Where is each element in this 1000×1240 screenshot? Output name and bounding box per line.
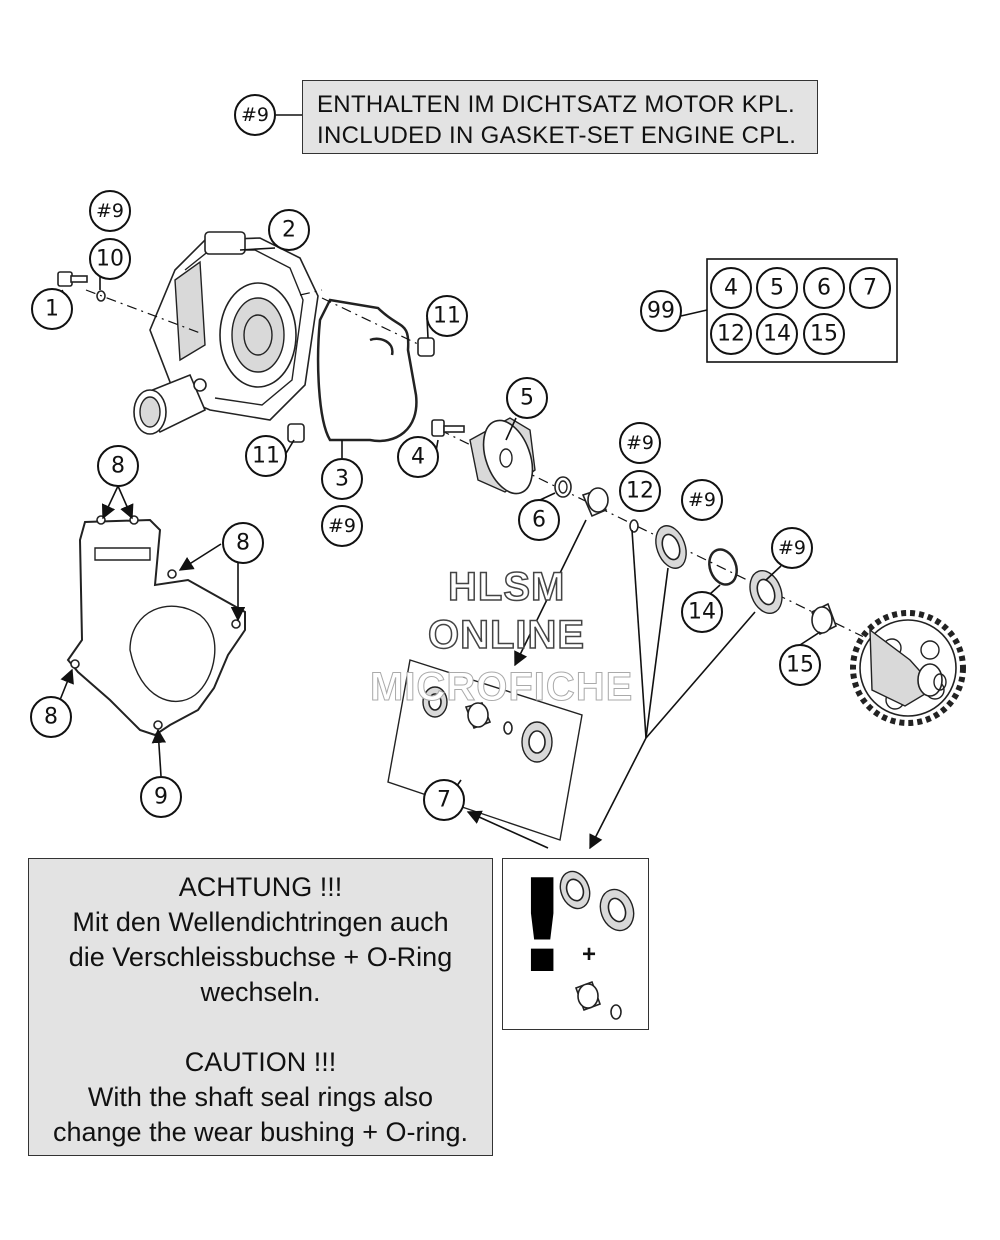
note-line-de: ENTHALTEN IM DICHTSATZ MOTOR KPL. [317, 91, 795, 118]
callout-hash9-oring: #9 [619, 422, 661, 464]
svg-text:#9: #9 [96, 200, 124, 222]
impeller-drawing [431, 417, 536, 495]
plus-sign: + [582, 941, 597, 968]
callout-hash9-note: #9 [234, 94, 276, 136]
caution-text-de-2: die Verschleissbuchse + O-Ring [68, 942, 453, 972]
caution-notice: ACHTUNG !!! Mit den Wellendichtringen au… [28, 858, 493, 1156]
svg-text:8: 8 [44, 705, 58, 730]
svg-text:8: 8 [111, 454, 125, 479]
callout-hash9-shaft-seal: #9 [771, 527, 813, 569]
callout-11-left: 11 [245, 435, 287, 477]
caution-text-de-3: wechseln. [200, 977, 321, 1007]
bolt-drawing [57, 271, 106, 302]
svg-text:#9: #9 [328, 515, 356, 537]
callout-hash9-seal: #9 [321, 505, 363, 547]
svg-text:#9: #9 [778, 537, 806, 559]
svg-text:6: 6 [532, 508, 546, 533]
svg-text:15: 15 [786, 653, 814, 678]
exclamation-icon: ! [513, 853, 572, 1002]
kit-item: 15 [803, 313, 845, 355]
kit-item: 6 [803, 267, 845, 309]
svg-text:11: 11 [433, 304, 461, 329]
gasket-set-note: ENTHALTEN IM DICHTSATZ MOTOR KPL. INCLUD… [302, 80, 818, 154]
pump-housing-drawing [133, 231, 319, 435]
kit-item: 7 [849, 267, 891, 309]
caution-title-de: ACHTUNG !!! [178, 872, 343, 902]
svg-text:15: 15 [810, 322, 838, 347]
svg-text:8: 8 [236, 531, 250, 556]
cover-gasket-drawing [66, 518, 246, 737]
svg-text:5: 5 [770, 276, 784, 301]
svg-text:99: 99 [647, 299, 675, 324]
seal-kit-frame [387, 659, 583, 841]
callout-8-right: 8 [222, 522, 264, 564]
dowel-pin-drawing [287, 337, 435, 443]
kit-item: 5 [756, 267, 798, 309]
callout-7: 7 [423, 779, 465, 821]
svg-text:4: 4 [411, 445, 425, 470]
kit-item: 4 [710, 267, 752, 309]
drive-gear-drawing [850, 610, 966, 726]
svg-text:11: 11 [252, 444, 280, 469]
svg-text:3: 3 [335, 467, 349, 492]
callout-3: 3 [321, 458, 363, 500]
svg-text:6: 6 [817, 276, 831, 301]
callout-5: 5 [506, 377, 548, 419]
svg-text:7: 7 [437, 788, 451, 813]
callout-6: 6 [518, 499, 560, 541]
kit-item: 12 [710, 313, 752, 355]
callout-15: 15 [779, 644, 821, 686]
note-line-en: INCLUDED IN GASKET-SET ENGINE CPL. [317, 122, 797, 149]
svg-text:1: 1 [45, 297, 59, 322]
callout-12: 12 [619, 470, 661, 512]
svg-text:2: 2 [282, 218, 296, 243]
caution-text-en-1: With the shaft seal rings also [87, 1082, 434, 1112]
svg-text:14: 14 [763, 322, 791, 347]
svg-text:#9: #9 [688, 489, 716, 511]
housing-seal-drawing [316, 298, 418, 443]
callout-9: 9 [140, 776, 182, 818]
caution-title-en: CAUTION !!! [184, 1047, 337, 1077]
caution-icon-parts [559, 870, 635, 1020]
kit-item: 14 [756, 313, 798, 355]
svg-text:14: 14 [688, 600, 716, 625]
callout-10: 10 [89, 238, 131, 280]
callout-hash9-seal-ring: #9 [681, 479, 723, 521]
svg-text:#9: #9 [626, 432, 654, 454]
callout-14: 14 [681, 591, 723, 633]
callout-2: 2 [268, 209, 310, 251]
svg-text:10: 10 [96, 247, 124, 272]
svg-text:12: 12 [717, 322, 745, 347]
svg-text:5: 5 [520, 386, 534, 411]
callout-4: 4 [397, 436, 439, 478]
callout-99: 99 [640, 290, 682, 332]
shaft-parts-drawing [554, 476, 837, 636]
caution-text-de-1: Mit den Wellendichtringen auch [72, 907, 449, 937]
svg-text:12: 12 [626, 479, 654, 504]
callout-11-right: 11 [426, 295, 468, 337]
caution-text-en-2: change the wear bushing + O-ring. [52, 1117, 468, 1147]
callout-8-left: 8 [30, 696, 72, 738]
callout-hash9-bolt: #9 [89, 190, 131, 232]
callout-8-top: 8 [97, 445, 139, 487]
svg-text:4: 4 [724, 276, 738, 301]
watermark-line-1: HLSM [447, 564, 566, 610]
caution-icon-box: ! + [502, 853, 649, 1030]
watermark-line-3: MICROFICHE [369, 665, 634, 710]
svg-text:7: 7 [863, 276, 877, 301]
watermark-line-2: ONLINE [427, 612, 586, 658]
callout-1: 1 [31, 288, 73, 330]
svg-text:9: 9 [154, 785, 168, 810]
svg-text:#9: #9 [241, 104, 269, 126]
